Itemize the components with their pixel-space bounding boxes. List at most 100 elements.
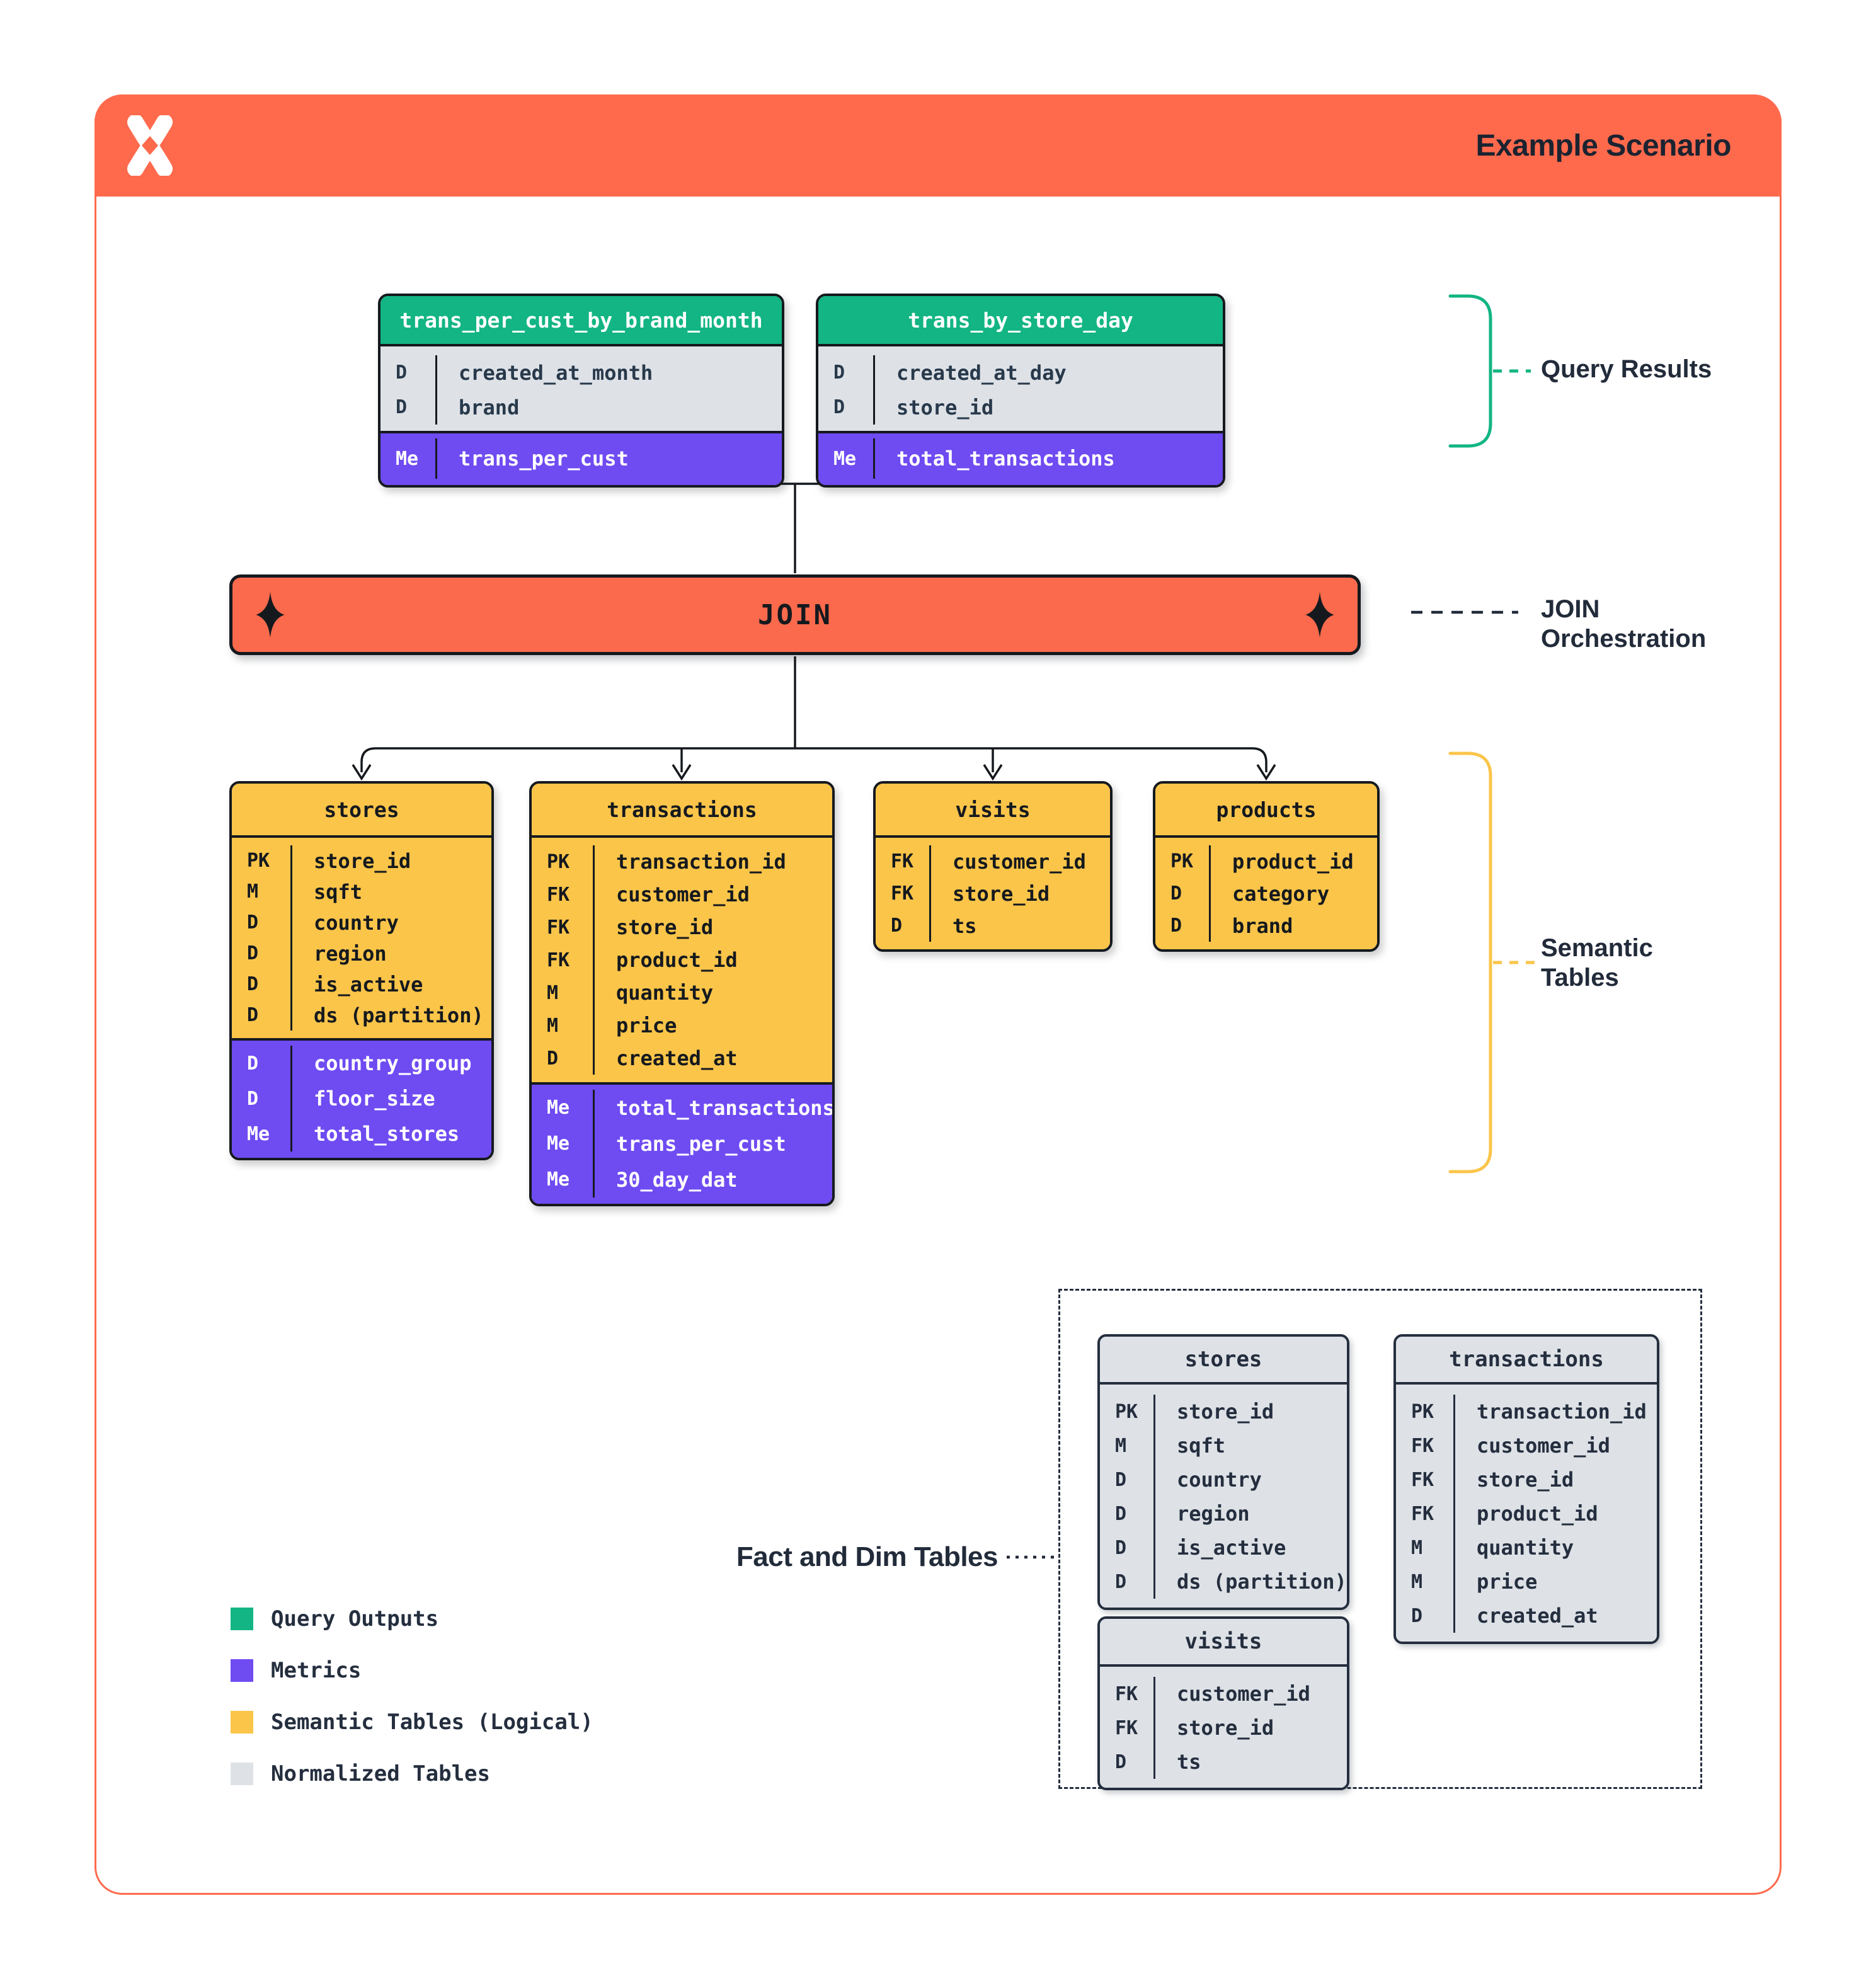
row-field-name: ts [1177, 1750, 1201, 1774]
row-key-badge: M [532, 1009, 595, 1042]
row-key-badge: D [1155, 877, 1211, 910]
row-field-name: product_id [1477, 1502, 1598, 1526]
row-field-name: store_id [953, 881, 1050, 906]
row-key-badge: PK [532, 845, 595, 878]
query-results-label: Query Results [1541, 355, 1712, 383]
row-field-name: total_transactions [896, 447, 1115, 471]
legend-label: Query Outputs [271, 1606, 439, 1631]
row-key-badge: PK [1155, 845, 1211, 877]
row-field-name: region [314, 941, 387, 966]
legend: Query Outputs Metrics Semantic Tables (L… [231, 1606, 593, 1814]
table-row: PK store_id [232, 845, 491, 876]
row-field-name: store_id [1177, 1400, 1274, 1424]
semantic-tables-swatch-icon [231, 1711, 253, 1734]
row-key-badge: M [1396, 1531, 1455, 1565]
fact-dim-tables-box [1058, 1289, 1702, 1789]
row-field-name: sqft [1177, 1434, 1226, 1458]
row-key-badge: M [1396, 1565, 1455, 1599]
row-field-name: total_transactions [616, 1095, 835, 1120]
table-name: transactions [1396, 1337, 1657, 1385]
join-orchestration-line2: Orchestration [1541, 625, 1707, 653]
row-key-badge: Me [532, 1126, 595, 1162]
row-key-badge: FK [1100, 1677, 1155, 1711]
row-field-name: country [314, 910, 399, 935]
normalized-tables-swatch-icon [231, 1762, 253, 1785]
row-field-name: store_id [314, 848, 411, 873]
semantic-tables-line2: Tables [1541, 964, 1619, 991]
row-field-name: floor_size [314, 1087, 435, 1111]
row-key-badge: FK [532, 944, 595, 976]
row-field-name: brand [459, 395, 520, 420]
sparkle-icon [256, 591, 285, 638]
join-label: JOIN [758, 598, 832, 631]
join-orchestration-bar: JOIN [229, 574, 1361, 655]
row-field-name: is_active [314, 972, 423, 997]
row-key-badge: D [1100, 1531, 1155, 1565]
table-row: PK product_id [1155, 845, 1377, 877]
row-field-name: price [1477, 1570, 1538, 1594]
legend-label: Semantic Tables (Logical) [271, 1710, 593, 1735]
row-field-name: brand [1232, 913, 1293, 938]
brand-logo-icon [127, 115, 173, 176]
row-field-name: is_active [1177, 1536, 1286, 1560]
row-key-badge: D [818, 355, 875, 390]
legend-item-normalized-tables: Normalized Tables [231, 1761, 593, 1786]
row-key-badge: FK [876, 845, 931, 877]
row-field-name: ts [953, 913, 977, 938]
row-key-badge: Me [818, 438, 875, 479]
row-field-name: store_id [896, 395, 994, 420]
row-key-badge: Me [532, 1162, 595, 1197]
row-key-badge: D [1155, 910, 1211, 942]
row-key-badge: FK [876, 877, 931, 910]
row-key-badge: Me [532, 1090, 595, 1126]
semantic-tables-label: Semantic Tables [1541, 934, 1653, 993]
row-field-name: product_id [1232, 849, 1354, 874]
row-field-name: country_group [314, 1051, 472, 1075]
row-key-badge: FK [1396, 1463, 1455, 1497]
row-field-name: quantity [1477, 1536, 1574, 1560]
row-field-name: customer_id [1477, 1434, 1610, 1458]
row-key-badge: D [232, 1046, 292, 1081]
table-name: trans_per_cust_by_brand_month [380, 296, 782, 346]
row-key-badge: D [1100, 1463, 1155, 1497]
row-field-name: created_at [616, 1046, 738, 1070]
row-field-name: transaction_id [1477, 1400, 1647, 1424]
metric-rows: Me total_transactions [818, 431, 1223, 485]
table-name: visits [876, 784, 1110, 838]
legend-item-query-outputs: Query Outputs [231, 1606, 593, 1631]
legend-label: Normalized Tables [271, 1761, 490, 1786]
row-key-badge: PK [232, 845, 292, 876]
row-key-badge: FK [532, 911, 595, 944]
